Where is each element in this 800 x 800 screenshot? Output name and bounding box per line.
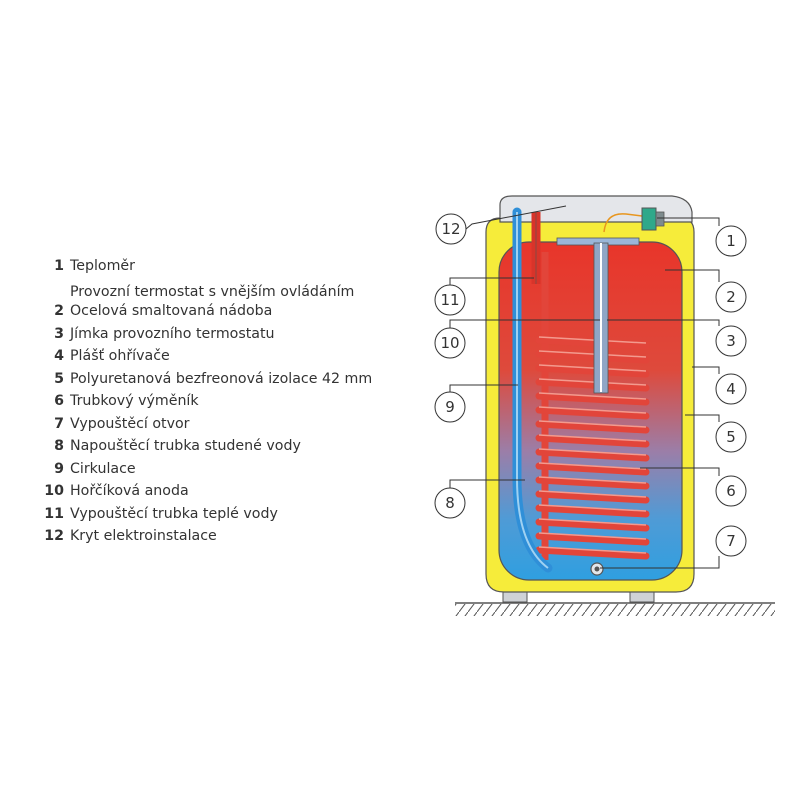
callout-12: 12 <box>435 213 467 245</box>
legend-item-6: 6 Trubkový výměník <box>38 393 418 416</box>
legend-label: Trubkový výměník <box>70 393 199 409</box>
callout-number: 11 <box>440 291 459 309</box>
legend-number: 10 <box>44 483 64 499</box>
legend-label: Jímka provozního termostatu <box>70 325 275 342</box>
callout-5: 5 <box>715 421 747 453</box>
callout-number: 8 <box>445 494 455 512</box>
legend-sub-label: Provozní termostat s vnějším ovládáním <box>70 283 355 300</box>
callout-number: 9 <box>445 398 455 416</box>
legend-number: 1 <box>54 258 64 274</box>
legend-number: 11 <box>44 505 64 522</box>
legend-item-5: 5 Polyuretanová bezfreonová izolace 42 m… <box>38 371 418 394</box>
leader-lines <box>449 205 720 569</box>
callout-9: 9 <box>434 391 466 423</box>
heat-exchanger-coil <box>535 252 650 560</box>
callout-number: 12 <box>441 220 460 238</box>
thermostat-well <box>593 242 609 394</box>
legend-label: Polyuretanová bezfreonová izolace 42 mm <box>70 370 373 387</box>
callout-number: 7 <box>726 532 736 550</box>
callout-number: 4 <box>726 380 736 398</box>
legend-number: 2 <box>54 303 64 319</box>
callout-7: 7 <box>715 525 747 557</box>
legend-label: Ocelová smaltovaná nádoba <box>70 303 273 319</box>
callout-4: 4 <box>715 373 747 405</box>
legend-item-12: 12 Kryt elektroinstalace <box>38 528 418 551</box>
legend-item-7: 7 Vypouštěcí otvor <box>38 416 418 439</box>
legend-number: 7 <box>54 415 64 432</box>
legend-item-10: 10 Hořčíková anoda <box>38 483 418 506</box>
legend: 1 Teploměr Provozní termostat s vnějším … <box>38 258 418 551</box>
legend-number: 3 <box>54 325 64 342</box>
legend-number: 12 <box>44 528 64 544</box>
legend-item-11: 11 Vypouštěcí trubka teplé vody <box>38 506 418 529</box>
legend-label: Vypouštěcí trubka teplé vody <box>70 505 278 522</box>
callout-number: 10 <box>440 334 459 352</box>
legend-number: 8 <box>54 438 64 454</box>
callout-number: 1 <box>726 232 736 250</box>
legend-label: Cirkulace <box>70 460 136 477</box>
legend-number: 6 <box>54 393 64 409</box>
legend-label: Hořčíková anoda <box>70 483 189 499</box>
legend-item-2: 2 Ocelová smaltovaná nádoba <box>38 303 418 326</box>
callout-10: 10 <box>434 327 466 359</box>
callout-number: 2 <box>726 288 736 306</box>
legend-item-9: 9 Cirkulace <box>38 461 418 484</box>
legend-label: Napouštěcí trubka studené vody <box>70 438 301 454</box>
legend-label: Plášť ohřívače <box>70 348 170 364</box>
callout-2: 2 <box>715 281 747 313</box>
ground <box>455 602 775 616</box>
callout-number: 6 <box>726 482 736 500</box>
legend-label: Vypouštěcí otvor <box>70 415 190 432</box>
callout-number: 3 <box>726 332 736 350</box>
callout-6: 6 <box>715 475 747 507</box>
drain-outlet <box>590 562 604 576</box>
callout-3: 3 <box>715 325 747 357</box>
legend-number: 4 <box>54 348 64 364</box>
thermometer-icon <box>603 207 665 233</box>
callout-number: 5 <box>726 428 736 446</box>
callout-1: 1 <box>715 225 747 257</box>
callout-11: 11 <box>434 284 466 316</box>
legend-number: 5 <box>54 370 64 387</box>
legend-item-1: 1 Teploměr <box>38 258 418 281</box>
callout-8: 8 <box>434 487 466 519</box>
legend-item-4: 4 Plášť ohřívače <box>38 348 418 371</box>
legend-item-3: 3 Jímka provozního termostatu <box>38 326 418 349</box>
legend-label: Kryt elektroinstalace <box>70 528 217 544</box>
legend-number: 9 <box>54 460 64 477</box>
legend-label: Teploměr <box>70 258 135 274</box>
legend-item-8: 8 Napouštěcí trubka studené vody <box>38 438 418 461</box>
